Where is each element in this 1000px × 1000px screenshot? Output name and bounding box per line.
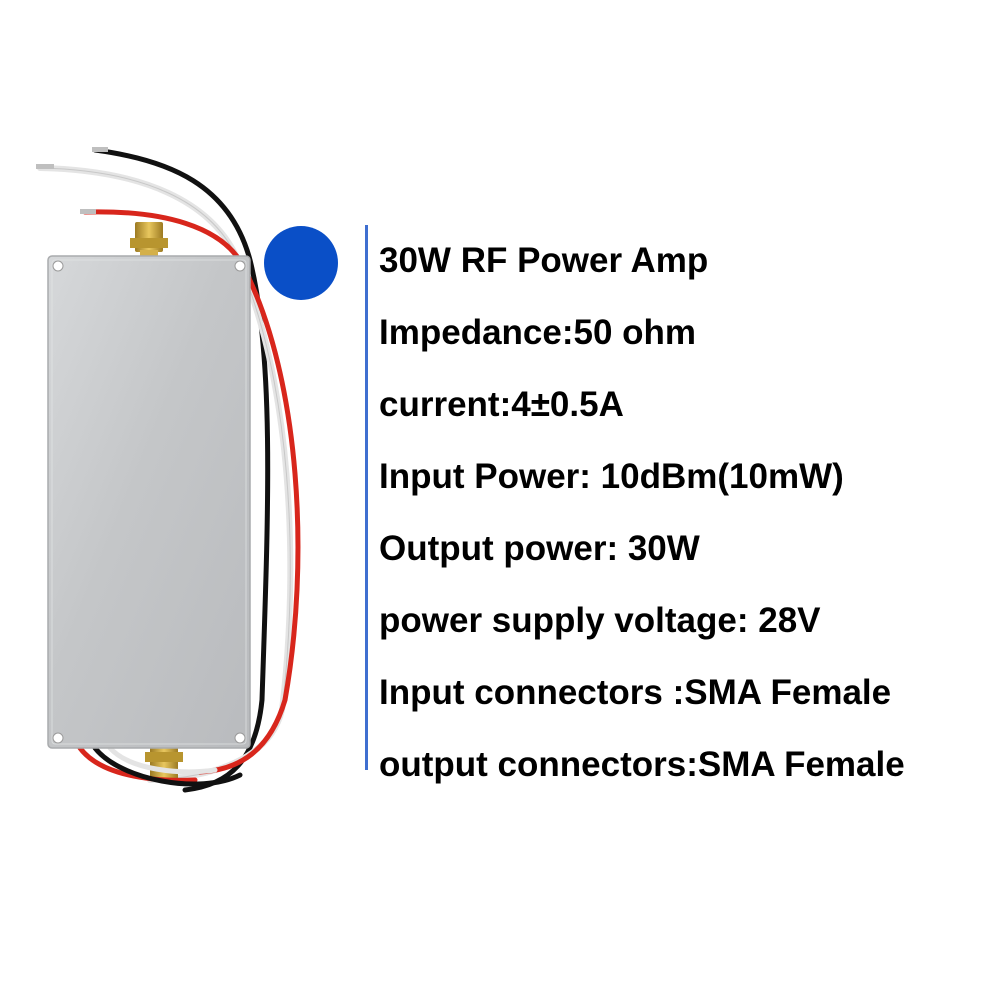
spec-supply-voltage: power supply voltage: 28V [379, 601, 821, 640]
heatsink-plate [47, 255, 251, 749]
black-wire [92, 147, 271, 793]
red-wire [82, 209, 301, 775]
blue-dot-icon [264, 226, 338, 300]
sma-connector-bottom [145, 745, 183, 780]
spec-input-connectors: Input connectors :SMA Female [379, 673, 892, 712]
wire-tips [36, 147, 108, 214]
spec-input-power: Input Power: 10dBm(10mW) [379, 457, 844, 496]
spec-title: 30W RF Power Amp [379, 241, 709, 280]
spec-output-connectors: output connectors:SMA Female [379, 745, 905, 784]
wire-bundle-top [37, 147, 301, 793]
amplifier-module-image [36, 147, 301, 793]
spec-current: current:4±0.5A [379, 385, 624, 424]
spec-list: 30W RF Power Amp Impedance:50 ohm curren… [379, 235, 994, 811]
spec-impedance: Impedance:50 ohm [379, 313, 697, 352]
spec-output-power: Output power: 30W [379, 529, 700, 568]
vertical-divider [365, 225, 368, 770]
